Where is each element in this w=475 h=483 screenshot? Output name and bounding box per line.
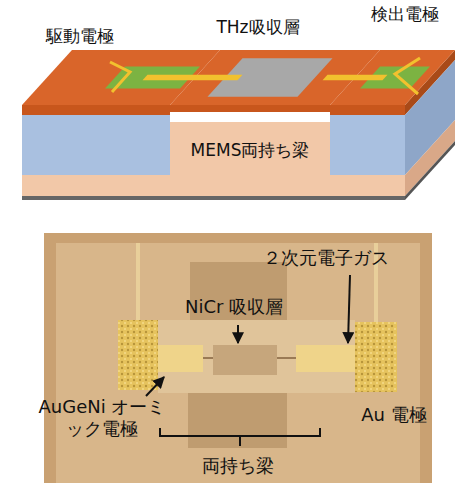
electrode-label: 駆動電極 [46, 26, 114, 46]
absorber-label: NiCr 吸収層 [185, 296, 283, 318]
region-label: ２次元電子ガス [263, 247, 389, 269]
beam-label: MEMS両持ち梁 [191, 140, 310, 160]
mems-schematic [22, 50, 455, 200]
beam-bracket [160, 428, 320, 446]
beam-label: 両持ち梁 [202, 455, 274, 477]
electrode-label: 検出電極 [371, 4, 439, 24]
absorber-label: THz吸収層 [216, 17, 299, 37]
electrode-label: Au 電極 [361, 404, 426, 426]
electrode-label: AuGeNi オーミック電極 [32, 396, 172, 439]
micrograph [44, 233, 432, 483]
leader-arrows [146, 275, 350, 396]
